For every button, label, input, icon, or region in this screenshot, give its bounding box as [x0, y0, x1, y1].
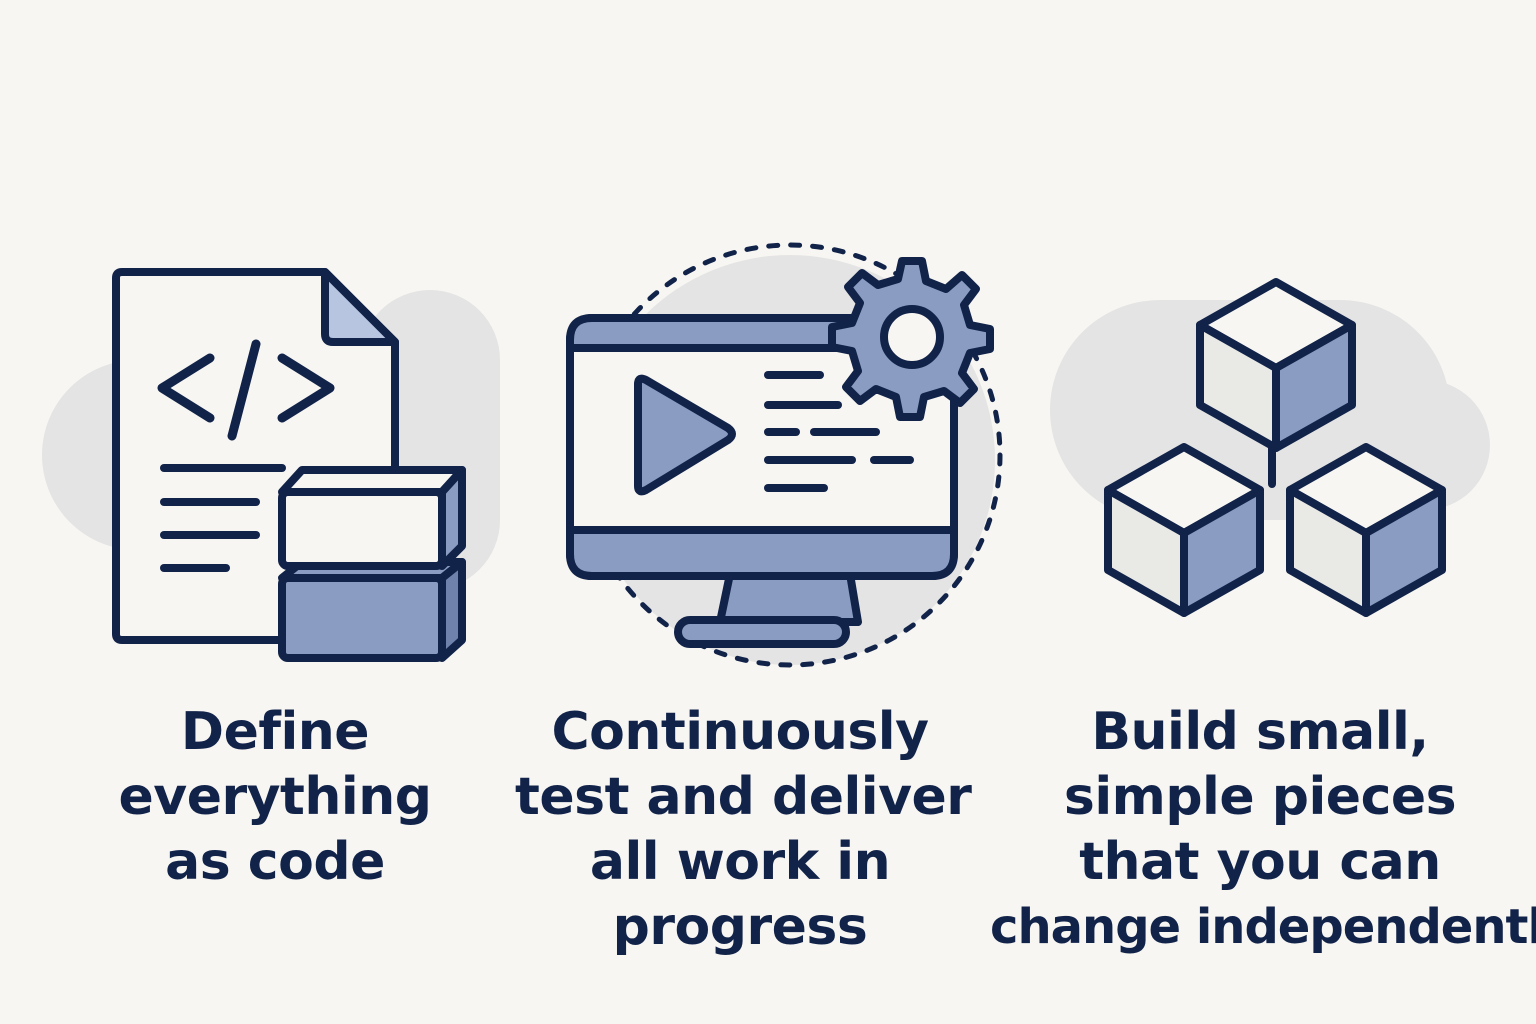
caption-build-small-simple-pieces: Build small, simple pieces that you can … [990, 700, 1536, 960]
caption-line: simple pieces [1063, 767, 1457, 827]
caption-line: all work in [589, 832, 891, 892]
caption-line: Build small, [1091, 702, 1429, 762]
caption-continuously-test-and-deliver: Continuously test and deliver all work i… [515, 700, 972, 960]
block-lower-front [278, 574, 446, 662]
cube-right [1286, 443, 1446, 617]
caption-define-everything-as-code: Define everything as code [60, 700, 490, 895]
play-triangle [634, 374, 736, 496]
cube-left [1104, 443, 1264, 617]
caption-line: test and deliver [515, 767, 972, 827]
caption-line: that you can [1079, 832, 1441, 892]
caption-line: Continuously [551, 702, 929, 762]
caption-line: everything [118, 767, 432, 827]
cube-top [1196, 278, 1356, 452]
monitor-base [674, 616, 850, 648]
caption-line: change independently [990, 899, 1536, 955]
code-slash [227, 339, 261, 441]
caption-line: progress [612, 897, 868, 957]
code-bracket-right [277, 353, 335, 423]
monitor-play-gear-icon [566, 242, 1003, 668]
caption-line: as code [165, 832, 385, 892]
gear-icon [828, 257, 994, 421]
three-cubes-icon [1104, 278, 1446, 617]
monitor-bottom-bar [566, 526, 958, 580]
document-fold [321, 268, 399, 346]
code-document-blocks-icon [112, 268, 466, 662]
block-upper-front [278, 488, 446, 570]
caption-line: Define [180, 702, 370, 762]
code-bracket-left [157, 353, 215, 423]
monitor-neck [716, 570, 862, 626]
